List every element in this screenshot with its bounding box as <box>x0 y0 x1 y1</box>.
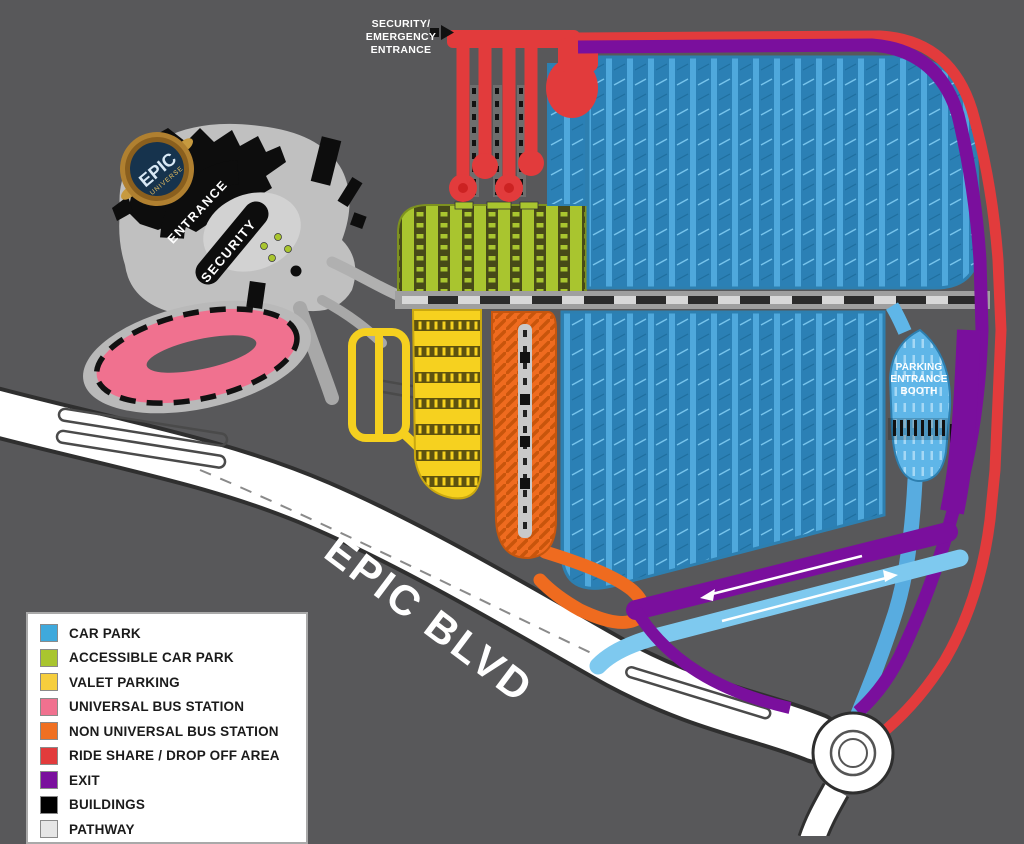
legend-item-label: VALET PARKING <box>69 674 180 690</box>
legend: CAR PARK ACCESSIBLE CAR PARK VALET PARKI… <box>26 612 308 844</box>
legend-row: VALET PARKING <box>40 673 306 691</box>
legend-color-swatch <box>40 673 58 691</box>
legend-color-swatch <box>40 722 58 740</box>
legend-row: BUILDINGS <box>40 795 306 814</box>
exit-lane-at-booth <box>940 329 981 515</box>
exit-road-to-roundabout <box>630 606 792 714</box>
toll-gates <box>893 420 945 436</box>
perimeter-red-road <box>574 30 1007 747</box>
legend-row: CAR PARK <box>40 624 306 642</box>
security-emergency-entrance-label: SECURITY/ EMERGENCY ENTRANCE <box>365 18 437 56</box>
legend-color-swatch <box>40 624 58 642</box>
legend-row: RIDE SHARE / DROP OFF AREA <box>40 746 306 765</box>
parking-entrance-booth <box>885 302 971 483</box>
legend-item-label: ACCESSIBLE CAR PARK <box>69 650 234 665</box>
legend-color-swatch <box>40 820 58 838</box>
direction-arrows <box>700 554 898 623</box>
legend-row: ACCESSIBLE CAR PARK <box>40 648 306 667</box>
legend-color-swatch <box>40 795 58 814</box>
legend-color-swatch <box>40 648 58 667</box>
car-park-upper <box>586 55 982 290</box>
legend-row: UNIVERSAL BUS STATION <box>40 697 306 716</box>
legend-item-label: UNIVERSAL BUS STATION <box>69 699 245 714</box>
ada-drop-off-markers <box>454 201 539 210</box>
park-entry-lane <box>850 472 923 722</box>
epic-blvd-road <box>0 379 842 764</box>
legend-item-label: BUILDINGS <box>69 797 146 812</box>
valet-parking <box>348 309 482 500</box>
security-gate-icon <box>430 25 454 40</box>
legend-item-label: EXIT <box>69 772 100 788</box>
legend-item-label: RIDE SHARE / DROP OFF AREA <box>69 748 280 763</box>
central-walkway-road <box>395 291 990 309</box>
legend-item-label: CAR PARK <box>69 625 141 641</box>
epic-universe-logo: EPIC UNIVERSE <box>120 132 194 206</box>
plaza-accessible-dots <box>260 233 292 262</box>
legend-row: PATHWAY <box>40 820 306 838</box>
car-park-lots <box>547 55 982 590</box>
legend-color-swatch <box>40 771 58 789</box>
parking-entrance-booth-label: PARKING ENTRANCE BOOTH <box>890 362 948 398</box>
legend-color-swatch <box>40 746 58 765</box>
universal-bus-station <box>83 300 311 414</box>
legend-row: NON UNIVERSAL BUS STATION <box>40 722 306 740</box>
legend-item-label: NON UNIVERSAL BUS STATION <box>69 723 279 739</box>
accessible-car-park <box>397 204 587 293</box>
exit-road-bottom <box>626 522 958 620</box>
exit-and-perimeter-roads <box>574 30 1007 747</box>
legend-item-label: PATHWAY <box>69 821 135 837</box>
legend-row: EXIT <box>40 771 306 789</box>
ride-share-drop-off <box>430 25 598 210</box>
legend-color-swatch <box>40 697 58 716</box>
